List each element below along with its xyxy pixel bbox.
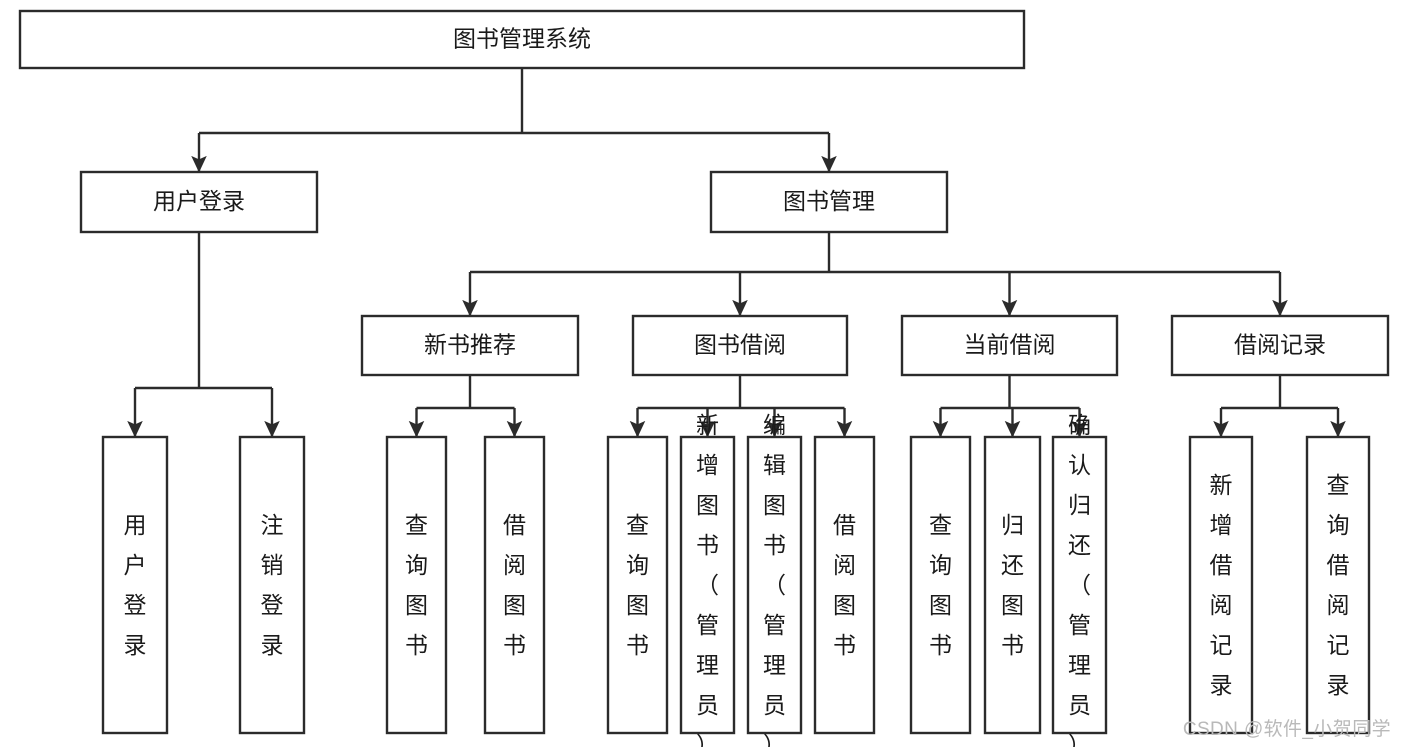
node-label: 当前借阅 — [964, 332, 1056, 358]
node-label: 编辑图书（管理员） — [763, 412, 786, 747]
node-box — [909, 435, 972, 735]
node-label: 用户登录 — [124, 512, 147, 658]
node-root-0[interactable]: 图书管理系统 — [18, 9, 1026, 70]
node-box — [631, 314, 849, 377]
node-label: 归还图书 — [1001, 512, 1024, 658]
node-leaf-10[interactable]: 确认归还（管理员） — [1051, 412, 1108, 747]
node-label: 图书管理 — [783, 188, 875, 214]
node-box — [18, 9, 1026, 70]
node-label: 借阅图书 — [503, 512, 526, 658]
node-label: 新书推荐 — [424, 332, 516, 358]
node-leaf-3[interactable]: 借阅图书 — [483, 435, 546, 735]
csdn-watermark: CSDN @软件_小贺同学 — [1182, 719, 1391, 740]
node-box — [79, 170, 319, 234]
node-box — [101, 435, 169, 735]
node-layer: 图书管理系统用户登录图书管理新书推荐图书借阅当前借阅借阅记录用户登录注销登录查询… — [18, 9, 1390, 747]
node-level3-1[interactable]: 图书借阅 — [631, 314, 849, 377]
node-box — [709, 170, 949, 234]
node-leaf-1[interactable]: 注销登录 — [238, 435, 306, 735]
node-label: 查询借阅记录 — [1327, 472, 1350, 698]
node-label: 查询图书 — [626, 512, 649, 658]
node-leaf-6[interactable]: 编辑图书（管理员） — [746, 412, 803, 747]
node-box — [983, 435, 1042, 735]
node-box — [679, 435, 736, 735]
node-box — [483, 435, 546, 735]
node-box — [900, 314, 1119, 377]
node-leaf-12[interactable]: 查询借阅记录 — [1305, 435, 1371, 735]
node-leaf-5[interactable]: 新增图书（管理员） — [679, 412, 736, 747]
node-label: 借阅图书 — [833, 512, 856, 658]
node-level3-3[interactable]: 借阅记录 — [1170, 314, 1390, 377]
node-label: 借阅记录 — [1234, 332, 1326, 358]
node-label: 用户登录 — [153, 188, 245, 214]
node-level3-2[interactable]: 当前借阅 — [900, 314, 1119, 377]
node-box — [606, 435, 669, 735]
node-label: 查询图书 — [405, 512, 428, 658]
node-box — [238, 435, 306, 735]
node-box — [1051, 435, 1108, 735]
node-leaf-0[interactable]: 用户登录 — [101, 435, 169, 735]
node-label: 新增借阅记录 — [1210, 472, 1233, 698]
node-leaf-4[interactable]: 查询图书 — [606, 435, 669, 735]
node-label: 查询图书 — [929, 512, 952, 658]
node-leaf-2[interactable]: 查询图书 — [385, 435, 448, 735]
node-level2-0[interactable]: 用户登录 — [79, 170, 319, 234]
node-box — [385, 435, 448, 735]
node-box — [1305, 435, 1371, 735]
node-leaf-8[interactable]: 查询图书 — [909, 435, 972, 735]
node-label: 图书借阅 — [694, 332, 786, 358]
node-label: 新增图书（管理员） — [696, 412, 719, 747]
node-label: 注销登录 — [261, 512, 284, 658]
node-box — [1170, 314, 1390, 377]
node-box — [1188, 435, 1254, 735]
node-box — [360, 314, 580, 377]
connector-layer — [127, 68, 1346, 438]
node-level3-0[interactable]: 新书推荐 — [360, 314, 580, 377]
node-box — [746, 435, 803, 735]
node-label: 确认归还（管理员） — [1068, 412, 1091, 747]
node-leaf-11[interactable]: 新增借阅记录 — [1188, 435, 1254, 735]
node-leaf-7[interactable]: 借阅图书 — [813, 435, 876, 735]
node-level2-1[interactable]: 图书管理 — [709, 170, 949, 234]
node-leaf-9[interactable]: 归还图书 — [983, 435, 1042, 735]
node-box — [813, 435, 876, 735]
node-label: 图书管理系统 — [453, 26, 591, 52]
